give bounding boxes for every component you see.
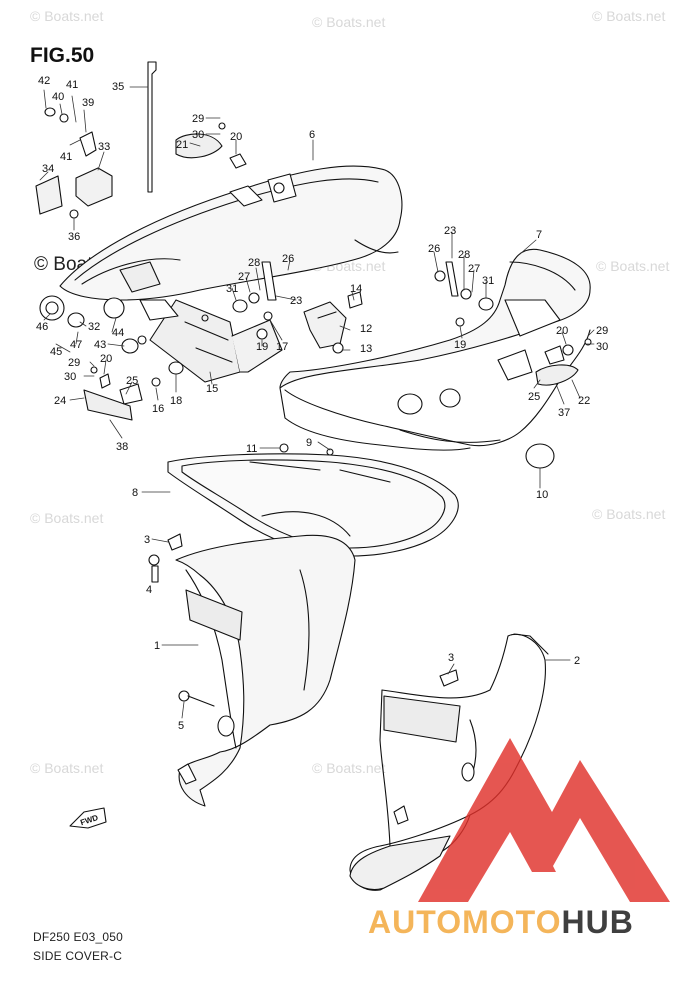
plug-part bbox=[525, 443, 555, 469]
cover-seal-part bbox=[167, 453, 459, 557]
callout-label: 24 bbox=[54, 395, 66, 407]
callout-label: 9 bbox=[306, 437, 312, 449]
watermark-text: © Boats.net bbox=[592, 8, 666, 24]
callout-label: 5 bbox=[178, 720, 184, 732]
callout-label: 2 bbox=[574, 655, 580, 667]
callout-label: 26 bbox=[428, 243, 440, 255]
callout-label: 33 bbox=[98, 141, 110, 153]
callout-label: 34 bbox=[42, 163, 54, 175]
callout-label: 43 bbox=[94, 339, 106, 351]
callout-label: 47 bbox=[70, 339, 82, 351]
brand-text-part1: AUTOMOTO bbox=[368, 904, 562, 940]
callout-label: 10 bbox=[536, 489, 548, 501]
lower-cover-front-part bbox=[279, 248, 591, 451]
callout-label: 11 bbox=[246, 443, 257, 455]
leader-lines bbox=[39, 86, 595, 719]
callout-label: 39 bbox=[82, 97, 94, 109]
callout-label: 22 bbox=[578, 395, 590, 407]
callout-label: 25 bbox=[126, 375, 138, 387]
callout-label: 1 bbox=[154, 640, 160, 652]
callout-label: 19 bbox=[454, 339, 466, 351]
callout-label: 29 bbox=[68, 357, 80, 369]
watermark-text: © Boats.net bbox=[312, 14, 386, 30]
figure-title: FIG.50 bbox=[30, 44, 95, 67]
callout-label: 3 bbox=[448, 652, 454, 664]
watermark-text: © Boats.net bbox=[312, 760, 386, 776]
callout-label: 20 bbox=[100, 353, 112, 365]
callout-label: 45 bbox=[50, 346, 62, 358]
callout-label: 46 bbox=[36, 321, 48, 333]
fastener-parts bbox=[148, 533, 459, 707]
callout-label: 31 bbox=[226, 283, 238, 295]
callout-label: 13 bbox=[360, 343, 372, 355]
callout-label: 40 bbox=[52, 91, 64, 103]
watermark-text: © Boats.net bbox=[592, 506, 666, 522]
callout-label: 20 bbox=[230, 131, 242, 143]
callout-label: 38 bbox=[116, 441, 128, 453]
callout-label: 37 bbox=[558, 407, 570, 419]
brand-text-part2: HUB bbox=[561, 904, 634, 940]
callout-label: 25 bbox=[528, 391, 540, 403]
callout-label: 29 bbox=[596, 325, 608, 337]
automotohub-logo-icon bbox=[418, 738, 670, 902]
callout-label: 14 bbox=[350, 283, 362, 295]
figure-code: DF250 E03_050 bbox=[33, 930, 123, 944]
callout-label: 7 bbox=[536, 229, 542, 241]
callout-label: 12 bbox=[360, 323, 372, 335]
callout-label: 41 bbox=[66, 79, 78, 91]
side-cover-port-part bbox=[175, 511, 356, 807]
latch-bracket-hardware bbox=[232, 261, 494, 456]
watermark-text: © Boats.net bbox=[596, 258, 670, 274]
callout-label: 28 bbox=[248, 257, 260, 269]
callout-label: 35 bbox=[112, 81, 124, 93]
callout-label: 20 bbox=[556, 325, 568, 337]
callout-label: 21 bbox=[176, 139, 188, 151]
callout-label: 36 bbox=[68, 231, 80, 243]
figure-name: SIDE COVER-C bbox=[33, 949, 123, 963]
callout-label: 4 bbox=[146, 584, 152, 596]
callout-label: 30 bbox=[192, 129, 204, 141]
callout-label: 16 bbox=[152, 403, 164, 415]
callout-label: 23 bbox=[290, 295, 302, 307]
forward-direction-arrow bbox=[69, 807, 107, 829]
callout-label: 6 bbox=[309, 129, 315, 141]
callout-label: 29 bbox=[192, 113, 204, 125]
callout-label: 8 bbox=[132, 487, 138, 499]
callout-label: 17 bbox=[276, 341, 288, 353]
callout-label: 30 bbox=[596, 341, 608, 353]
callout-label: 41 bbox=[60, 151, 72, 163]
callout-label: 23 bbox=[444, 225, 456, 237]
callout-label: 30 bbox=[64, 371, 76, 383]
side-cover-starboard-part bbox=[349, 633, 549, 891]
watermark-text: © Boats.net bbox=[30, 760, 104, 776]
watermark-text: © Boats.net bbox=[30, 8, 104, 24]
callout-label: 32 bbox=[88, 321, 100, 333]
callout-label: 15 bbox=[206, 383, 218, 395]
watermark-text: © Boats.net bbox=[30, 510, 104, 526]
automotohub-brand-text: AUTOMOTOHUB bbox=[368, 904, 634, 941]
callout-label: 3 bbox=[144, 534, 150, 546]
callout-label: 31 bbox=[482, 275, 494, 287]
callout-label: 42 bbox=[38, 75, 50, 87]
callout-label: 19 bbox=[256, 341, 268, 353]
callout-label: 44 bbox=[112, 327, 124, 339]
callout-label: 18 bbox=[170, 395, 182, 407]
callout-label: 26 bbox=[282, 253, 294, 265]
callout-labels: 42 40 41 39 35 41 33 34 36 29 30 21 20 6… bbox=[36, 75, 608, 732]
callout-label: 27 bbox=[468, 263, 480, 275]
lower-cover-rear-part bbox=[59, 165, 403, 383]
callout-label: 27 bbox=[238, 271, 250, 283]
callout-label: 28 bbox=[458, 249, 470, 261]
